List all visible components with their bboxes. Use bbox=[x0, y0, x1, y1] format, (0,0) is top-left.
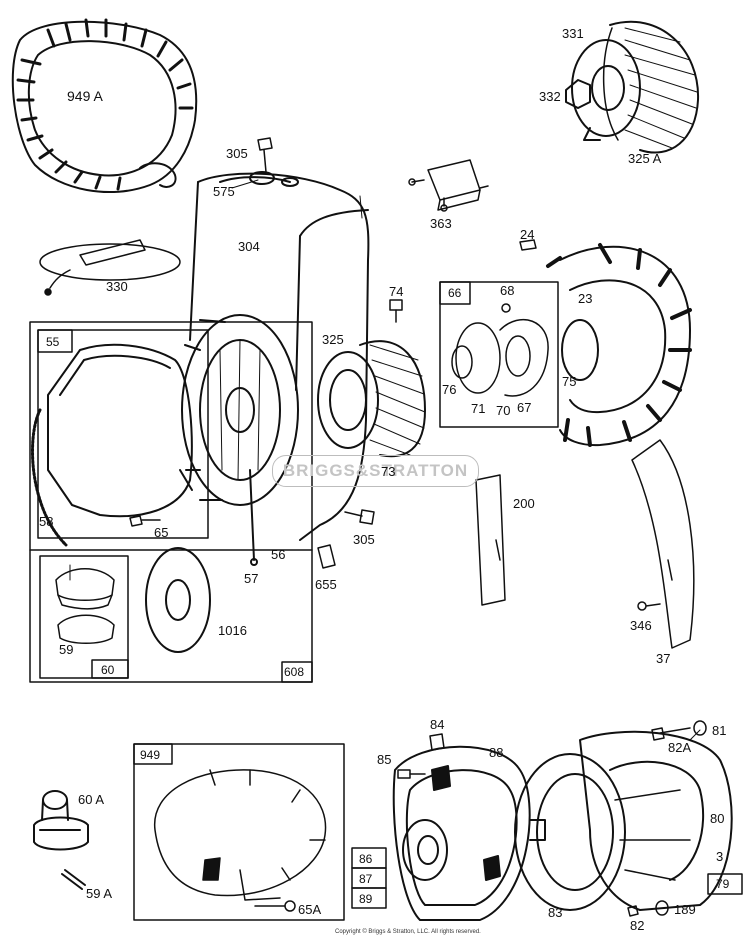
screen-mesh-pattern bbox=[624, 27, 698, 149]
screw-305-top bbox=[257, 137, 273, 173]
flywheel-fan-23 bbox=[546, 243, 692, 447]
pin-59a bbox=[61, 869, 86, 890]
washer-1016 bbox=[145, 547, 211, 653]
part-label[interactable]: 76 bbox=[442, 382, 457, 397]
key-24 bbox=[519, 239, 537, 251]
part-label[interactable]: 73 bbox=[381, 464, 396, 479]
part-label[interactable]: 87 bbox=[359, 872, 373, 886]
bracket-363 bbox=[408, 159, 489, 212]
part-label[interactable]: 71 bbox=[471, 401, 486, 416]
brand-watermark: BRIGGS&STRATTON bbox=[272, 455, 479, 487]
part-label[interactable]: 325 bbox=[322, 332, 344, 347]
part-label[interactable]: 80 bbox=[710, 811, 725, 826]
part-label[interactable]: 1016 bbox=[218, 623, 247, 638]
screw-346 bbox=[637, 601, 661, 611]
part-label[interactable]: 305 bbox=[353, 532, 375, 547]
box-66 bbox=[439, 281, 559, 428]
part-label[interactable]: 59 A bbox=[86, 886, 113, 901]
screw-65a bbox=[254, 900, 296, 912]
part-label[interactable]: 59 bbox=[59, 642, 74, 657]
screw-82 bbox=[627, 900, 669, 917]
part-label[interactable]: 332 bbox=[539, 89, 561, 104]
part-label[interactable]: 24 bbox=[520, 227, 535, 242]
part-label[interactable]: 346 bbox=[630, 618, 652, 633]
screen-325 bbox=[317, 340, 426, 458]
part-label[interactable]: 65A bbox=[298, 902, 322, 917]
blower-screen-949a bbox=[11, 18, 198, 194]
screw-82a bbox=[651, 720, 707, 741]
rewind-starter-box-55 bbox=[31, 329, 209, 547]
part-label[interactable]: 60 A bbox=[78, 792, 105, 807]
part-label[interactable]: 70 bbox=[496, 403, 511, 418]
part-label[interactable]: 79 bbox=[716, 877, 730, 891]
box-60 bbox=[39, 555, 129, 679]
screen-mesh-325 bbox=[369, 344, 426, 456]
part-label[interactable]: 58 bbox=[39, 514, 54, 529]
part-label[interactable]: 82A bbox=[668, 740, 692, 755]
starter-handle-60a bbox=[33, 790, 89, 851]
part-label[interactable]: 56 bbox=[271, 547, 286, 562]
part-label[interactable]: 363 bbox=[430, 216, 452, 231]
part-label[interactable]: 65 bbox=[154, 525, 169, 540]
part-label[interactable]: 305 bbox=[226, 146, 248, 161]
part-label[interactable]: 84 bbox=[430, 717, 445, 732]
screw-65 bbox=[129, 515, 161, 527]
wire-330 bbox=[39, 239, 181, 296]
screw-305-bottom bbox=[344, 509, 375, 525]
label-stack-86-87-89 bbox=[351, 847, 387, 909]
baffle-200 bbox=[475, 474, 506, 606]
part-label[interactable]: 23 bbox=[578, 291, 593, 306]
part-label[interactable]: 331 bbox=[562, 26, 584, 41]
part-label[interactable]: 608 bbox=[284, 665, 305, 679]
part-label[interactable]: 82 bbox=[630, 918, 645, 933]
bolt-74 bbox=[389, 299, 403, 323]
part-label[interactable]: 37 bbox=[656, 651, 671, 666]
part-label[interactable]: 325 A bbox=[628, 151, 662, 166]
part-label[interactable]: 81 bbox=[712, 723, 727, 738]
part-label[interactable]: 67 bbox=[517, 400, 532, 415]
part-label[interactable]: 200 bbox=[513, 496, 535, 511]
part-label[interactable]: 575 bbox=[213, 184, 235, 199]
part-label[interactable]: 57 bbox=[244, 571, 259, 586]
part-label[interactable]: 66 bbox=[448, 286, 462, 300]
part-label[interactable]: 949 A bbox=[67, 88, 103, 104]
part-label[interactable]: 89 bbox=[359, 892, 373, 906]
part-label[interactable]: 68 bbox=[500, 283, 515, 298]
starter-pulley bbox=[181, 314, 299, 566]
part-label[interactable]: 60 bbox=[101, 663, 115, 677]
part-label[interactable]: 83 bbox=[548, 905, 563, 920]
leader-lines bbox=[69, 179, 701, 741]
copyright-notice: Copyright © Briggs & Stratton, LLC. All … bbox=[335, 929, 481, 935]
blower-housing-304 bbox=[189, 171, 370, 541]
baffle-37 bbox=[631, 439, 695, 649]
part-label[interactable]: 330 bbox=[106, 279, 128, 294]
part-label[interactable]: 85 bbox=[377, 752, 392, 767]
housing-79 bbox=[579, 730, 743, 911]
rotor-83 bbox=[514, 753, 626, 911]
part-label[interactable]: 655 bbox=[315, 577, 337, 592]
rotating-screen-325a bbox=[565, 20, 700, 154]
part-label[interactable]: 75 bbox=[562, 374, 577, 389]
part-label[interactable]: 189 bbox=[674, 902, 696, 917]
part-label[interactable]: 949 bbox=[140, 748, 161, 762]
part-label[interactable]: 3 bbox=[716, 849, 724, 864]
part-label[interactable]: 88 bbox=[489, 745, 504, 760]
clip-655 bbox=[317, 544, 336, 569]
part-label[interactable]: 74 bbox=[389, 284, 404, 299]
part-label[interactable]: 304 bbox=[238, 239, 260, 254]
cover-88 bbox=[392, 745, 531, 921]
part-label[interactable]: 86 bbox=[359, 852, 373, 866]
box-949 bbox=[133, 743, 345, 921]
part-label[interactable]: 55 bbox=[46, 335, 60, 349]
